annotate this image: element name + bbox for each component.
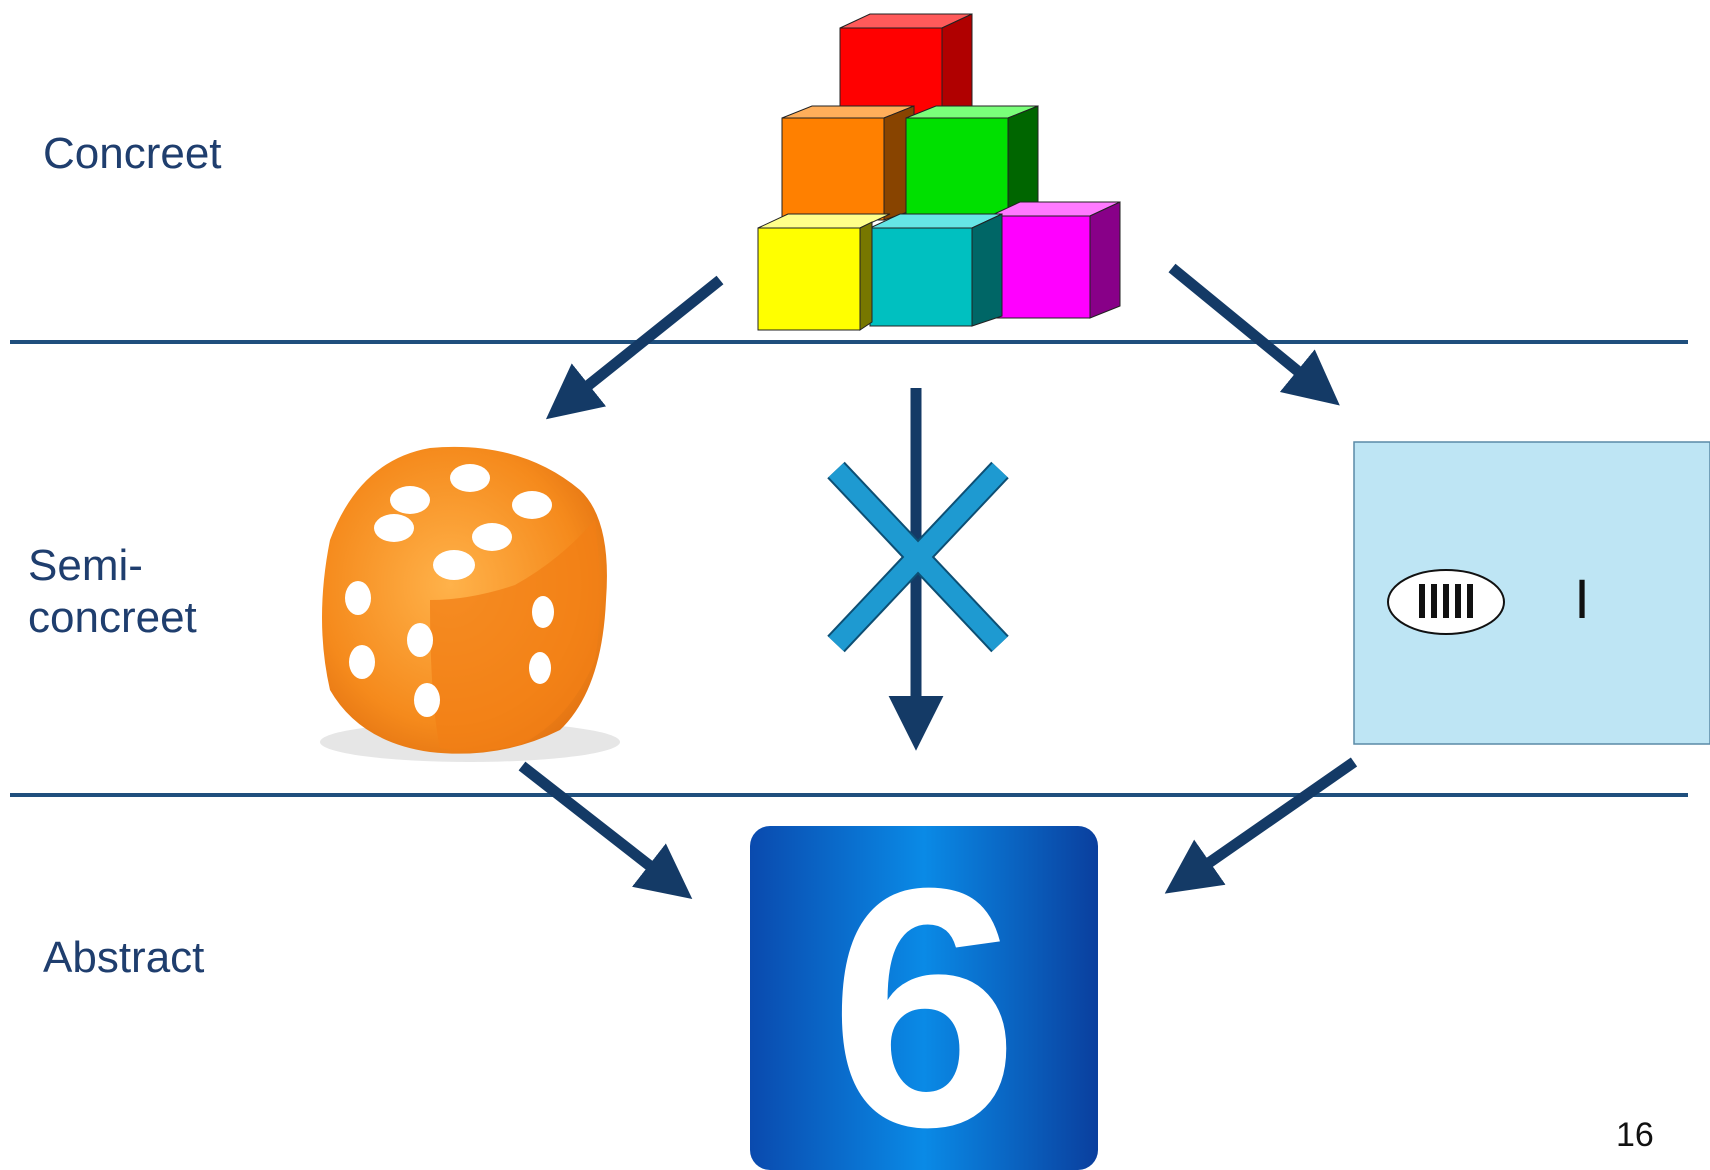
page-number: 16 <box>1616 1116 1654 1154</box>
cross-icon <box>827 461 1009 653</box>
level-label-semi-line1: Semi- <box>28 541 143 590</box>
number-six-tile <box>750 826 1098 1170</box>
arrow-concrete-to-tally <box>1168 263 1340 406</box>
level-label-semi-line2: concreet <box>28 593 197 642</box>
tally-panel <box>1353 441 1710 745</box>
dice-image <box>320 446 620 762</box>
stacked-cubes-image <box>757 13 1121 331</box>
arrow-dice-to-six <box>518 761 693 899</box>
level-label-abstract: Abstract <box>43 933 205 982</box>
number-six-glyph: 6 <box>829 818 1018 1170</box>
tally-single-mark: I <box>1574 567 1590 630</box>
arrow-tally-to-six <box>1164 757 1358 894</box>
level-label-semi-concrete: Semi- concreet <box>28 540 197 644</box>
arrow-concrete-to-dice <box>545 275 724 420</box>
level-label-concrete: Concreet <box>43 129 222 178</box>
